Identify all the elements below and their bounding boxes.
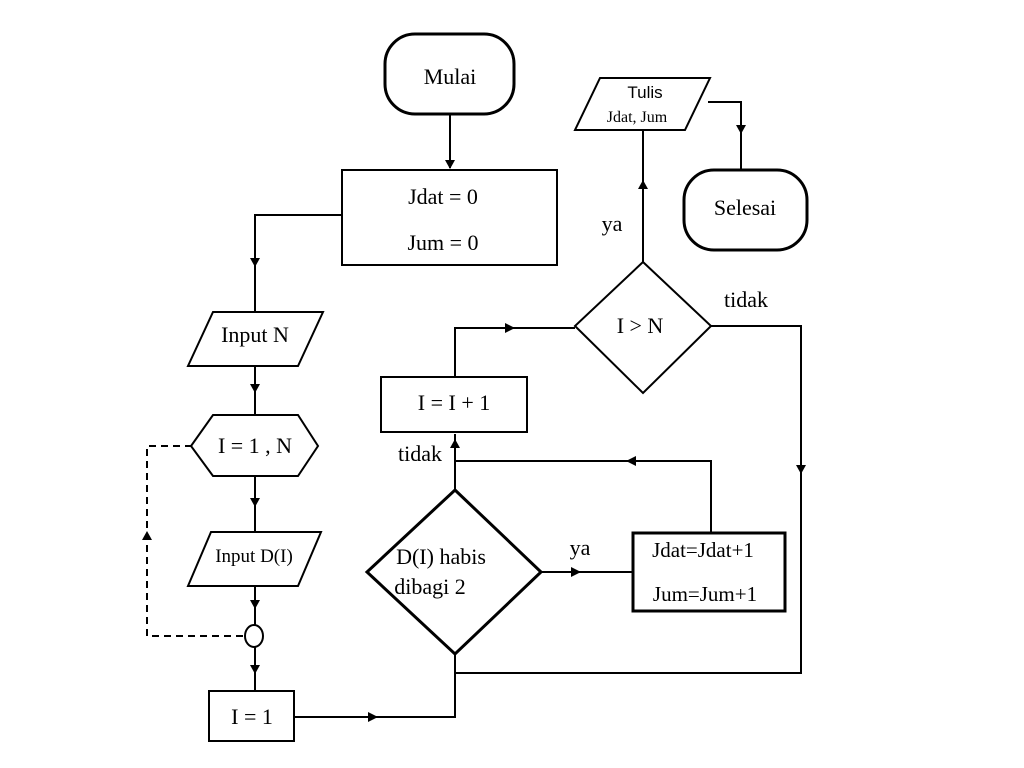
set-i-label: I = 1 — [231, 704, 273, 729]
arrowhead-down — [250, 384, 260, 393]
arrowheads — [142, 125, 806, 722]
arrowhead-down — [796, 465, 806, 474]
node-check-end: I > N — [573, 260, 713, 395]
output-line-2: Jdat, Jum — [607, 109, 668, 126]
node-init: Jdat = 0 Jum = 0 — [341, 169, 558, 266]
node-input-d: Input D(I) — [186, 531, 323, 587]
arrowhead-up — [450, 439, 460, 448]
decision-diamond — [364, 487, 544, 657]
edge-label-end-yes: ya — [602, 211, 623, 236]
connector-increment-return — [455, 460, 712, 532]
node-set-i: I = 1 — [208, 690, 295, 742]
io-parallelogram — [186, 311, 325, 367]
edge-label-even-yes: ya — [570, 535, 591, 560]
arrowhead-down — [250, 600, 260, 609]
arrowhead-down — [250, 498, 260, 507]
node-input-n: Input N — [186, 311, 325, 367]
node-next-i: I = I + 1 — [380, 376, 528, 433]
node-output: Tulis Jdat, Jum — [573, 77, 712, 131]
arrowhead-down — [736, 125, 746, 134]
edge-label-end-no: tidak — [724, 287, 768, 312]
connectors — [146, 101, 802, 718]
connector-loop-return-dashed — [146, 445, 243, 637]
arrowhead-left — [626, 456, 636, 466]
decision-diamond — [573, 260, 713, 395]
io-parallelogram — [186, 531, 323, 587]
increment-line-2: Jum=Jum+1 — [653, 582, 757, 606]
arrowhead-right — [505, 323, 515, 333]
arrowhead-up — [638, 180, 648, 189]
process-box — [208, 690, 295, 742]
init-line-1: Jdat = 0 — [408, 184, 478, 209]
output-line-1: Tulis — [627, 83, 662, 102]
increment-line-1: Jdat=Jdat+1 — [652, 538, 754, 562]
check-end-label: I > N — [617, 313, 664, 338]
connector-end-no-loopback — [455, 325, 802, 674]
connector-init-to-input-n — [254, 214, 342, 312]
connector-output-to-end — [708, 101, 742, 170]
check-even-line-2: dibagi 2 — [394, 574, 466, 599]
io-parallelogram — [573, 77, 712, 131]
process-box — [631, 531, 787, 613]
arrowhead-up — [142, 531, 152, 540]
loop-hexagon — [189, 414, 320, 477]
check-even-line-1: D(I) habis — [396, 544, 486, 569]
arrowhead-down — [445, 160, 455, 169]
edge-label-even-no: tidak — [398, 441, 442, 466]
process-box — [380, 376, 528, 433]
end-label: Selesai — [714, 195, 776, 220]
node-end: Selesai — [682, 168, 809, 252]
process-box — [341, 169, 558, 266]
loop-label: I = 1 , N — [218, 433, 292, 458]
input-d-label: Input D(I) — [215, 546, 293, 567]
arrowhead-down — [250, 665, 260, 674]
node-loop: I = 1 , N — [189, 414, 320, 477]
junction-connector — [244, 624, 264, 648]
connector-set-i-to-decision — [294, 654, 456, 718]
node-check-even: D(I) habis dibagi 2 — [364, 487, 544, 657]
input-n-label: Input N — [221, 322, 289, 347]
init-line-2: Jum = 0 — [407, 230, 478, 255]
connector-next-i-to-check-end — [454, 327, 575, 377]
terminator-shape — [682, 168, 809, 252]
next-i-label: I = I + 1 — [418, 390, 490, 415]
start-label: Mulai — [424, 64, 477, 89]
arrowhead-right — [368, 712, 378, 722]
arrowhead-down — [250, 258, 260, 267]
terminator-shape — [383, 32, 516, 116]
node-start: Mulai — [383, 32, 516, 116]
node-increment: Jdat=Jdat+1 Jum=Jum+1 — [631, 531, 787, 613]
arrowhead-right — [571, 567, 581, 577]
